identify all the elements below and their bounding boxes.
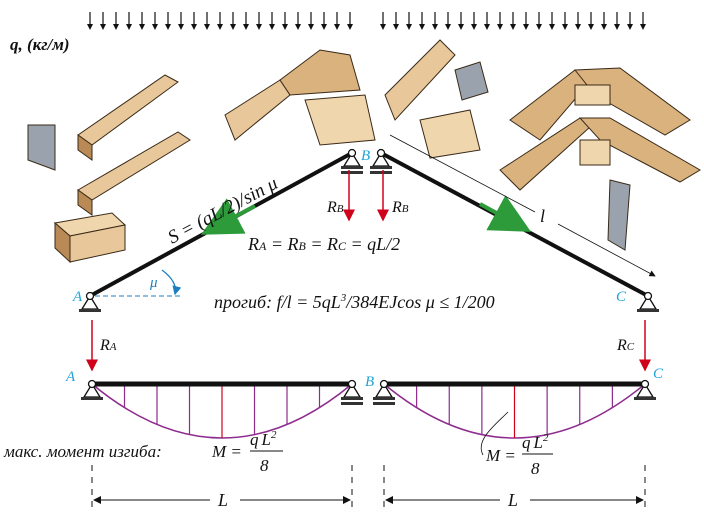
load-arrow: [204, 12, 210, 30]
reaction-c-label: RC: [616, 337, 635, 354]
leader-line: [480, 411, 509, 456]
rafter-length-line: [389, 134, 536, 213]
load-arrow: [191, 12, 197, 30]
load-arrow: [152, 12, 158, 30]
beam-supports: [81, 379, 656, 405]
load-arrow: [588, 12, 594, 30]
load-arrow: [347, 12, 353, 30]
load-arrow: [627, 12, 633, 30]
load-arrow: [484, 12, 490, 30]
top-supports: [79, 148, 659, 312]
load-arrow: [523, 12, 529, 30]
load-arrow: [178, 12, 184, 30]
load-arrow: [640, 12, 646, 30]
reaction-b-left-label: RB: [326, 199, 344, 216]
load-arrow: [308, 12, 314, 30]
load-arrow: [536, 12, 542, 30]
angle-label: μ: [149, 275, 158, 291]
max-moment-caption: макс. момент изгиба:: [3, 442, 162, 461]
moment-diagram: [383, 383, 646, 439]
load-arrow: [295, 12, 301, 30]
pin-support-icon: [81, 379, 103, 400]
load-label: q, (кг/м): [10, 35, 70, 54]
roller-support-icon: [373, 379, 395, 405]
load-arrow: [230, 12, 236, 30]
beam-label-a: A: [65, 369, 76, 385]
load-arrow: [614, 12, 620, 30]
moment-eq: M =: [485, 446, 516, 465]
load-arrow: [321, 12, 327, 30]
wood-detail-illustrations: [27, 39, 701, 264]
roller-support-icon: [341, 148, 363, 174]
moment-eq: M =: [211, 442, 242, 461]
load-arrow: [406, 12, 412, 30]
load-arrow: [432, 12, 438, 30]
moment-diagram: [91, 383, 353, 439]
load-arrow: [113, 12, 119, 30]
load-arrow: [334, 12, 340, 30]
load-arrow: [471, 12, 477, 30]
span-label-left: L: [217, 490, 228, 510]
pin-support-icon: [637, 291, 659, 312]
load-arrow: [497, 12, 503, 30]
span-label-right: L: [507, 490, 518, 510]
pin-support-icon: [634, 379, 656, 400]
moment-denominator: 8: [260, 456, 269, 475]
load-arrow: [562, 12, 568, 30]
axial-force-formula: S = (qL/2)/sin μ: [164, 173, 281, 248]
load-arrow: [445, 12, 451, 30]
angle-arc: [161, 269, 182, 296]
bending-moment-diagrams: [91, 383, 646, 439]
load-arrow: [419, 12, 425, 30]
load-arrow: [601, 12, 607, 30]
load-arrow: [393, 12, 399, 30]
axial-force-arrow-left: [200, 198, 256, 235]
reaction-b-right-label: RB: [391, 199, 409, 216]
load-arrow: [139, 12, 145, 30]
load-arrow: [165, 12, 171, 30]
load-arrow: [269, 12, 275, 30]
reactions-equality: RA = RB = RC = qL/2: [247, 234, 400, 254]
load-arrow: [256, 12, 262, 30]
deflection-formula: прогиб: f/l = 5qL3/384EJcos μ ≤ 1/200: [214, 292, 495, 312]
pin-support-icon: [79, 291, 101, 312]
load-arrow: [282, 12, 288, 30]
reaction-a-label: RA: [99, 337, 117, 354]
axial-force-arrow-right: [479, 195, 532, 232]
load-arrow: [243, 12, 249, 30]
load-arrow: [458, 12, 464, 30]
load-arrow: [575, 12, 581, 30]
load-arrow: [380, 12, 386, 30]
load-arrow: [510, 12, 516, 30]
support-b-label: B: [361, 148, 370, 164]
support-c-label: C: [616, 289, 627, 305]
load-arrow: [126, 12, 132, 30]
moment-denominator: 8: [531, 459, 540, 478]
dimension-extension-lines: [91, 465, 646, 510]
load-arrow: [217, 12, 223, 30]
load-arrow: [87, 12, 93, 30]
rafter-length-label: l: [540, 206, 545, 226]
roller-support-icon: [341, 379, 363, 405]
load-arrow: [549, 12, 555, 30]
beam-label-b: B: [365, 374, 374, 390]
distributed-load-arrows: [87, 12, 646, 30]
support-a-label: A: [72, 289, 83, 305]
beam-label-c: C: [653, 366, 664, 382]
rafter-length-arrow: [557, 223, 656, 277]
roller-support-icon: [370, 148, 392, 174]
load-arrow: [100, 12, 106, 30]
